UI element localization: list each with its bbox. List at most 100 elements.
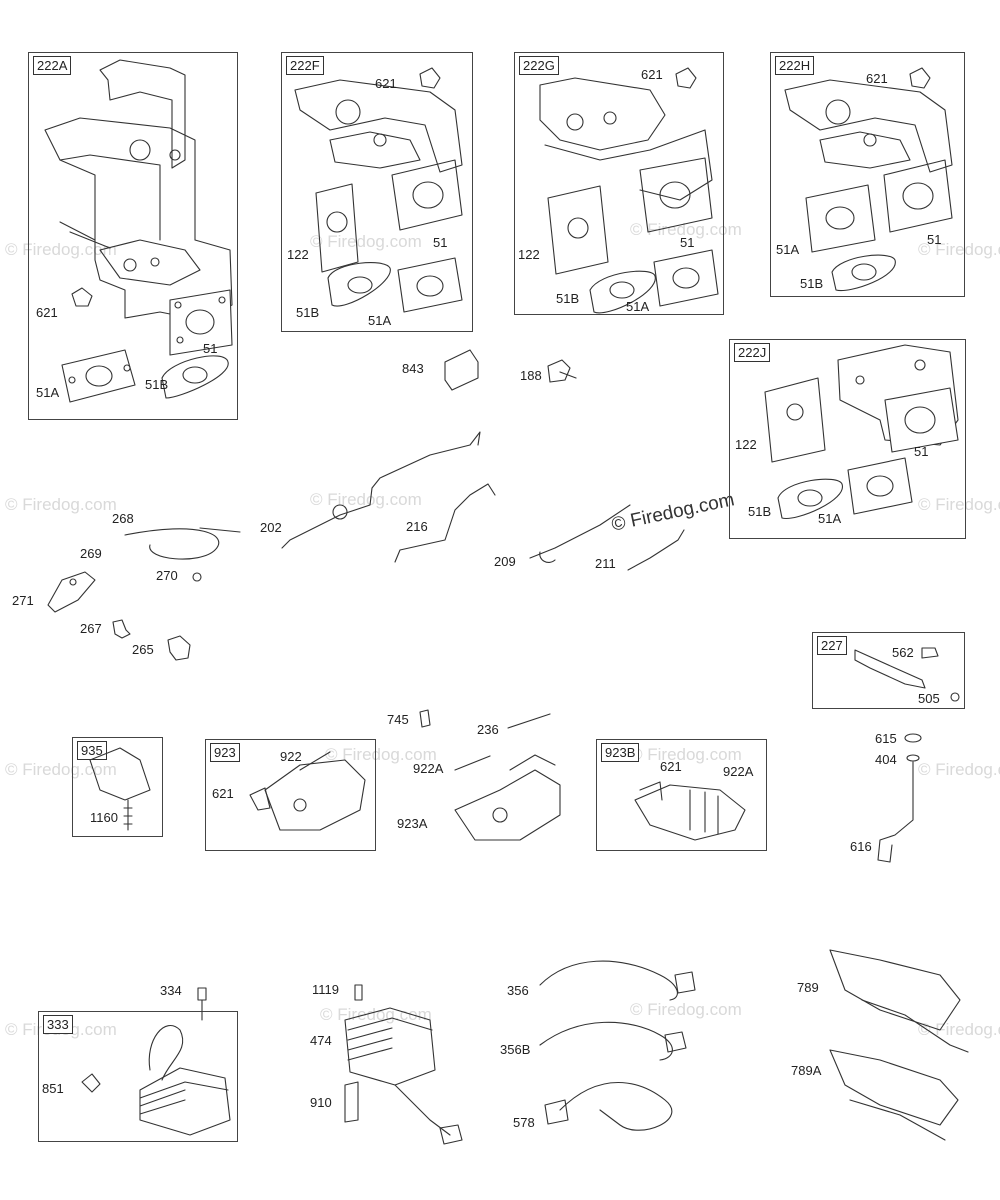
part-number-label: 269	[80, 546, 102, 561]
part-number-label: 923A	[397, 816, 428, 831]
group-tag: 222J	[734, 343, 771, 362]
watermark: © Firedog.com	[918, 495, 1000, 514]
group-222H: 222H	[770, 52, 965, 297]
part-356-harness	[539, 960, 678, 1001]
part-number-label: 789	[797, 980, 819, 995]
part-number-label: 51B	[800, 276, 824, 291]
group-222G: 222G	[514, 52, 724, 315]
part-number-label: 922A	[413, 761, 444, 776]
part-267	[112, 619, 131, 639]
part-number-label: 851	[42, 1081, 64, 1096]
part-number-label: 621	[866, 71, 888, 86]
watermark: © Firedog.com	[310, 232, 422, 251]
watermark: © Firedog.com	[325, 745, 437, 764]
part-number-label: 268	[112, 511, 134, 526]
part-number-label: 474	[310, 1033, 332, 1048]
part-number-label: 356B	[500, 1042, 531, 1057]
part-number-label: 216	[406, 519, 428, 534]
part-number-label: 51A	[368, 313, 392, 328]
watermark: © Firedog.com	[5, 495, 117, 514]
part-number-label: 621	[212, 786, 234, 801]
part-236-rod	[507, 713, 551, 729]
part-number-label: 922	[280, 749, 302, 764]
part-number-label: 621	[641, 67, 663, 82]
part-number-label: 51	[914, 444, 929, 459]
part-number-label: 51A	[626, 299, 650, 314]
group-tag: 222F	[286, 56, 324, 75]
control-bracket-222F	[294, 67, 463, 313]
part-number-label: 922A	[723, 764, 754, 779]
part-number-label: 202	[260, 520, 282, 535]
part-number-label: 122	[287, 247, 309, 262]
part-number-label: 578	[513, 1115, 535, 1130]
group-tag: 923B	[601, 743, 640, 762]
group-tag: 222H	[775, 56, 815, 75]
part-number-label: 621	[36, 305, 58, 320]
part-number-label: 122	[735, 437, 757, 452]
group-tag: 222A	[33, 56, 72, 75]
group-tag: 923	[210, 743, 240, 762]
watermark: © Firedog.com	[310, 490, 422, 509]
control-bracket-222G	[539, 67, 719, 314]
part-209-spring	[529, 504, 631, 563]
part-188	[547, 359, 577, 383]
part-number-label: 271	[12, 593, 34, 608]
part-211-spring	[627, 529, 685, 571]
part-number-label: 789A	[791, 1063, 822, 1078]
part-number-label: 843	[402, 361, 424, 376]
group-tag: 222G	[519, 56, 559, 75]
part-number-label: 265	[132, 642, 154, 657]
part-number-label: 51	[203, 341, 218, 356]
part-number-label: 616	[850, 839, 872, 854]
part-number-label: 211	[595, 556, 616, 571]
part-number-label: 621	[660, 759, 682, 774]
group-tag: 227	[817, 636, 847, 655]
group-333: 333	[38, 1011, 238, 1142]
part-number-label: 51A	[36, 385, 60, 400]
part-265	[167, 635, 191, 661]
part-number-label: 621	[375, 76, 397, 91]
group-222J: 222J	[729, 339, 966, 539]
part-number-label: 188	[520, 368, 542, 383]
part-578-harness	[559, 1081, 673, 1131]
part-789-harness	[829, 949, 961, 1031]
part-number-label: 51B	[145, 377, 169, 392]
watermark: © Firedog.com	[630, 1000, 742, 1019]
part-number-label: 236	[477, 722, 499, 737]
part-number-label: 745	[387, 712, 409, 727]
watermark: © Firedog.com	[918, 240, 1000, 259]
part-number-label: 51B	[748, 504, 772, 519]
part-number-label: 356	[507, 983, 529, 998]
part-number-label: 562	[892, 645, 914, 660]
group-923: 923	[205, 739, 376, 851]
part-number-label: 404	[875, 752, 897, 767]
part-number-label: 122	[518, 247, 540, 262]
part-number-label: 51B	[296, 305, 320, 320]
part-number-label: 270	[156, 568, 178, 583]
part-271-bracket	[47, 571, 96, 613]
part-number-label: 51B	[556, 291, 580, 306]
group-227: 227	[812, 632, 965, 709]
control-bracket-222J	[764, 344, 959, 520]
group-222A: 222A	[28, 52, 238, 420]
part-number-label: 51A	[818, 511, 842, 526]
watermark: © Firedog.com	[630, 745, 742, 764]
watermark: © Firedog.com	[918, 1020, 1000, 1039]
part-356B-harness	[539, 1021, 673, 1061]
part-number-label: 1119	[312, 982, 339, 997]
watermark: © Firedog.com	[918, 760, 1000, 779]
control-bracket-222H	[784, 67, 953, 292]
part-227-lever	[854, 649, 926, 689]
part-number-label: 51	[433, 235, 448, 250]
part-number-label: 505	[918, 691, 940, 706]
control-bracket-222A	[44, 59, 233, 403]
part-number-label: 209	[494, 554, 516, 569]
group-923B: 923B	[596, 739, 767, 851]
part-number-label: 51A	[776, 242, 800, 257]
watermark: © Firedog.com	[630, 220, 742, 239]
part-number-label: 51	[927, 232, 942, 247]
part-216-rod	[394, 483, 496, 563]
part-number-label: 334	[160, 983, 182, 998]
